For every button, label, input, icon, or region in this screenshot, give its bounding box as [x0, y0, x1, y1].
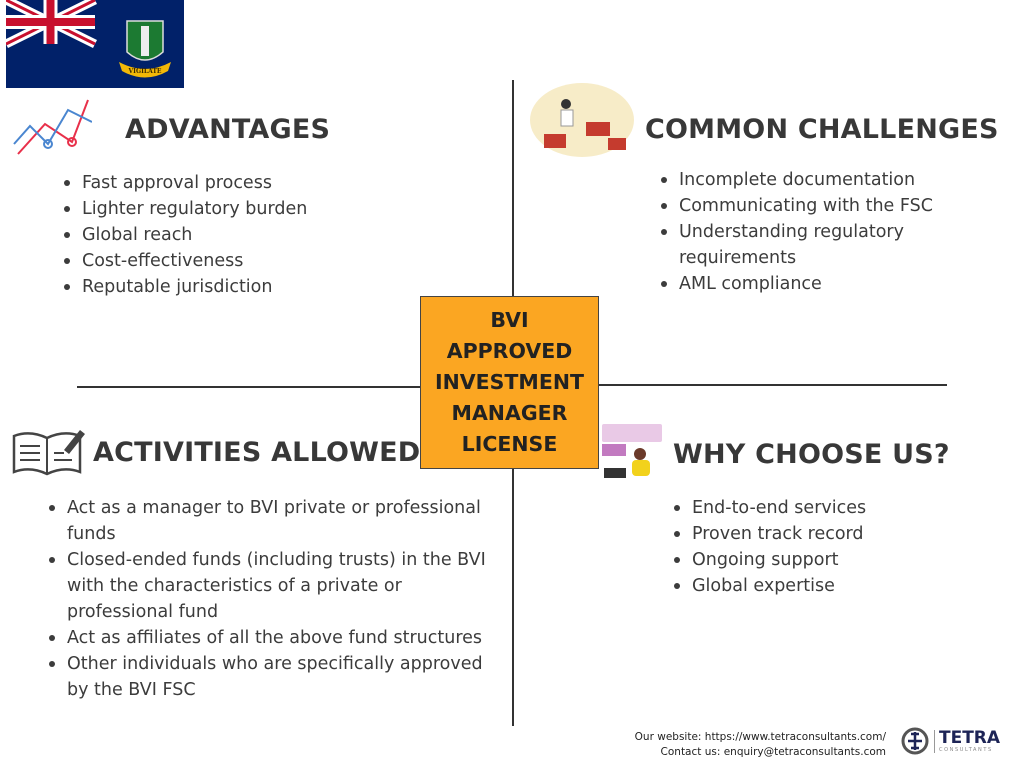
list-item: Understanding regulatory requirements [657, 219, 917, 271]
list-item: Other individuals who are specifically a… [45, 651, 490, 703]
list-item: Incomplete documentation [657, 167, 947, 193]
license-title: BVI APPROVED INVESTMENT MANAGER LICENSE [435, 308, 584, 456]
list-item: Global reach [60, 222, 307, 248]
horizontal-divider-right [598, 384, 947, 386]
flag-motto: VIGILATE [128, 68, 162, 75]
advantages-list: Fast approval process Lighter regulatory… [60, 170, 307, 300]
list-item: Proven track record [670, 521, 866, 547]
advantages-heading: ADVANTAGES [125, 114, 331, 145]
list-item: Reputable jurisdiction [60, 274, 307, 300]
list-item: Ongoing support [670, 547, 866, 573]
bvi-flag-icon: VIGILATE [6, 0, 184, 88]
open-book-pencil-icon [10, 428, 86, 480]
activities-list: Act as a manager to BVI private or profe… [45, 495, 490, 703]
challenges-heading: COMMON CHALLENGES [645, 114, 999, 145]
website-link[interactable]: Our website: https://www.tetraconsultant… [634, 731, 886, 743]
puzzle-person-icon [524, 82, 634, 162]
list-item: Cost-effectiveness [60, 248, 307, 274]
tetra-logo: TETRA CONSULTANTS [900, 726, 1000, 756]
list-item: Fast approval process [60, 170, 307, 196]
license-title-box: BVI APPROVED INVESTMENT MANAGER LICENSE [420, 296, 599, 469]
list-item: Act as affiliates of all the above fund … [45, 625, 490, 651]
list-item: Communicating with the FSC [657, 193, 947, 219]
list-item: Lighter regulatory burden [60, 196, 307, 222]
tetra-logo-name: TETRA [939, 727, 1001, 748]
list-item: End-to-end services [670, 495, 866, 521]
why-list: End-to-end services Proven track record … [670, 495, 866, 599]
why-heading: WHY CHOOSE US? [673, 439, 950, 470]
activities-heading: ACTIVITIES ALLOWED [93, 437, 421, 468]
list-item: Closed-ended funds (including trusts) in… [45, 547, 490, 625]
list-item: Global expertise [670, 573, 866, 599]
contact-email[interactable]: Contact us: enquiry@tetraconsultants.com [660, 746, 886, 758]
tetra-logo-icon [901, 727, 929, 755]
list-item: AML compliance [657, 271, 947, 297]
footer-contact: Our website: https://www.tetraconsultant… [635, 730, 886, 760]
line-chart-icon [10, 96, 93, 162]
tetra-logo-sub: CONSULTANTS [939, 746, 993, 753]
list-item: Act as a manager to BVI private or profe… [45, 495, 490, 547]
person-laptop-icon [598, 422, 668, 486]
horizontal-divider-left [77, 386, 421, 388]
challenges-list: Incomplete documentation Communicating w… [657, 167, 947, 297]
